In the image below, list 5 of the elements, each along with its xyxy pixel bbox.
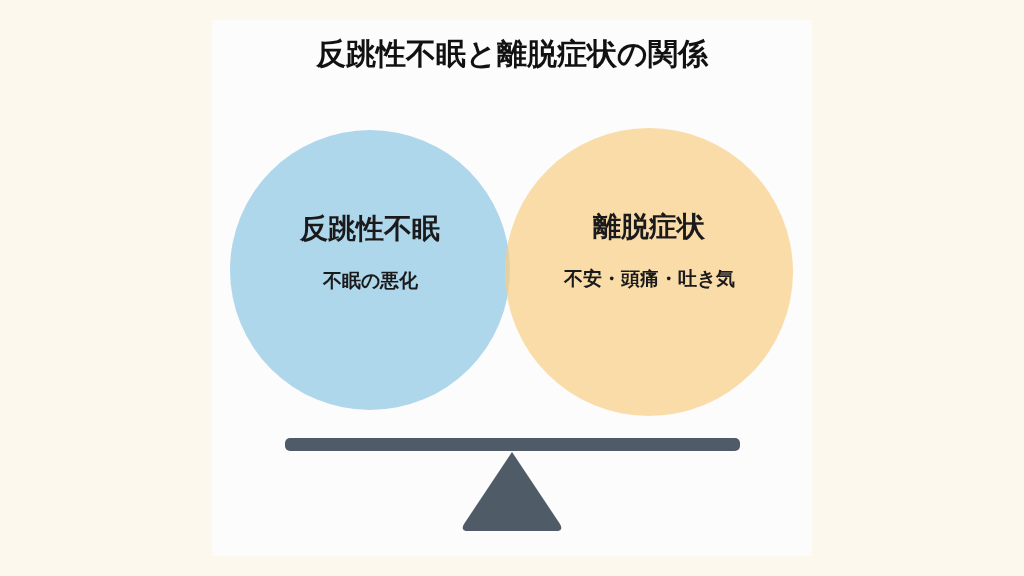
circle-text: 不眠の悪化: [321, 268, 419, 293]
diagram-title: 反跳性不眠と離脱症状の関係: [315, 35, 709, 73]
circle-heading: 離脱症状: [592, 209, 706, 245]
circle-text: 不安・頭痛・吐き気: [562, 266, 736, 291]
circle-heading: 反跳性不眠: [299, 211, 441, 247]
